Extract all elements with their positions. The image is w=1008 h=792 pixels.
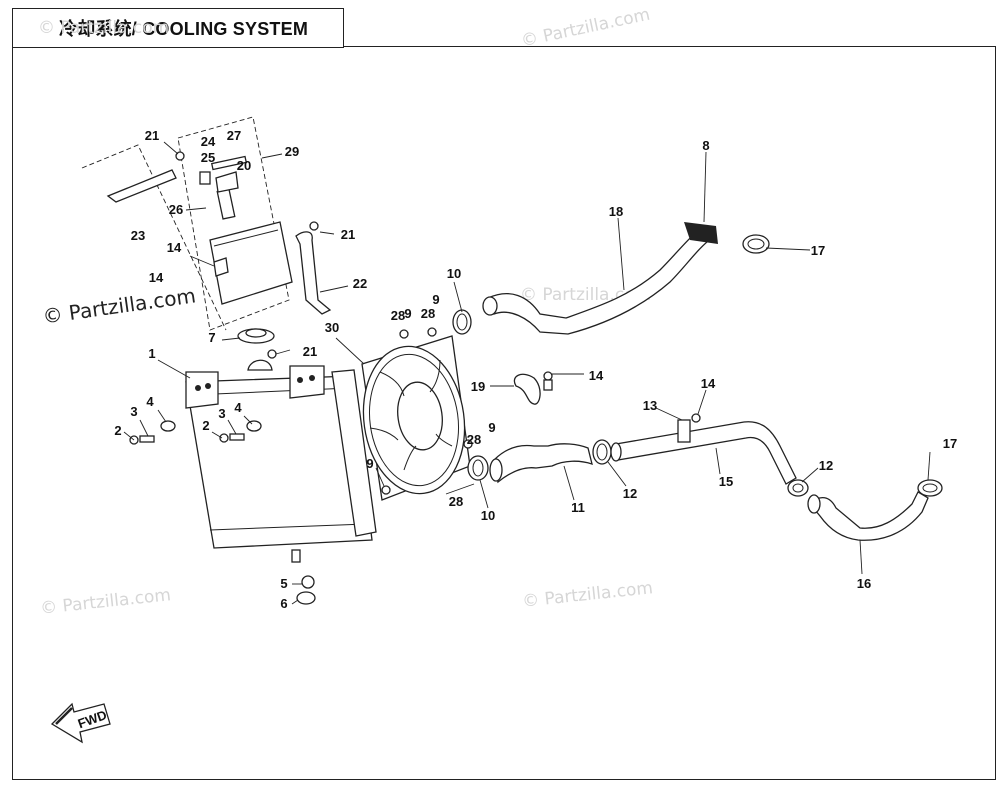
callout-28: 28 — [421, 306, 435, 321]
callout-4: 4 — [146, 394, 154, 409]
callout-13: 13 — [643, 398, 657, 413]
reservoir-group-outline — [81, 116, 290, 331]
callout-17: 17 — [811, 243, 825, 258]
callout-17: 17 — [943, 436, 957, 451]
callout-14: 14 — [701, 376, 716, 391]
callout-10: 10 — [447, 266, 461, 281]
radiator-assembly — [185, 359, 377, 563]
callout-14: 14 — [149, 270, 164, 285]
callout-30: 30 — [325, 320, 339, 335]
callout-9: 9 — [488, 420, 495, 435]
reservoir-hose-22 — [295, 231, 332, 315]
callout-11: 11 — [571, 500, 585, 515]
hose-clamp-10-upper — [452, 309, 472, 335]
callout-28: 28 — [391, 308, 405, 323]
callout-10: 10 — [481, 508, 495, 523]
callout-22: 22 — [353, 276, 367, 291]
hose-clamp-17-upper — [742, 234, 770, 254]
forward-arrow-icon: FWD — [50, 702, 111, 744]
coolant-hose-16 — [807, 491, 929, 541]
overflow-hose-23 — [106, 169, 177, 203]
callout-9: 9 — [404, 306, 411, 321]
callout-26: 26 — [169, 202, 183, 217]
callout-3: 3 — [130, 404, 137, 419]
callout-9: 9 — [432, 292, 439, 307]
callout-12: 12 — [623, 486, 637, 501]
leader-lines — [123, 141, 931, 605]
callout-12: 12 — [819, 458, 833, 473]
lower-radiator-hose-11 — [489, 443, 593, 484]
diagram-title: 冷却系统/ COOLING SYSTEM — [12, 8, 344, 48]
watermark: © Partzilla.com — [38, 18, 170, 38]
callout-1: 1 — [148, 346, 155, 361]
callout-7: 7 — [208, 330, 215, 345]
callout-21: 21 — [341, 227, 355, 242]
callout-4: 4 — [234, 400, 242, 415]
cooling-fan-30 — [361, 335, 471, 501]
upper-radiator-hose-18 — [482, 222, 718, 335]
callout-14: 14 — [589, 368, 604, 383]
coolant-reservoir — [199, 155, 293, 305]
radiator-cap-7 — [237, 328, 275, 344]
hose-clamp-17-right — [917, 479, 943, 497]
callout-8: 8 — [702, 138, 709, 153]
callout-3: 3 — [218, 406, 225, 421]
callout-25: 25 — [201, 150, 215, 165]
hose-clamp-12-right — [787, 479, 809, 497]
callout-16: 16 — [857, 576, 871, 591]
callout-9: 9 — [366, 456, 373, 471]
callout-21: 21 — [303, 344, 317, 359]
callout-18: 18 — [609, 204, 623, 219]
callout-15: 15 — [719, 474, 733, 489]
callout-2: 2 — [114, 423, 121, 438]
hose-clamp-10-lower — [467, 455, 489, 481]
callout-28: 28 — [449, 494, 463, 509]
diagram-frame — [12, 46, 996, 780]
callout-6: 6 — [280, 596, 287, 611]
hose-clamp-19 — [513, 373, 541, 405]
hose-clamp-12-lower — [592, 439, 612, 465]
callout-14: 14 — [167, 240, 182, 255]
callout-27: 27 — [227, 128, 241, 143]
callout-24: 24 — [201, 134, 216, 149]
callout-5: 5 — [280, 576, 287, 591]
callout-28: 28 — [467, 432, 481, 447]
callout-19: 19 — [471, 379, 485, 394]
coolant-pipe-15 — [610, 419, 797, 485]
callout-29: 29 — [285, 144, 299, 159]
callout-20: 20 — [237, 158, 251, 173]
callout-23: 23 — [131, 228, 145, 243]
callout-2: 2 — [202, 418, 209, 433]
callout-21: 21 — [145, 128, 159, 143]
